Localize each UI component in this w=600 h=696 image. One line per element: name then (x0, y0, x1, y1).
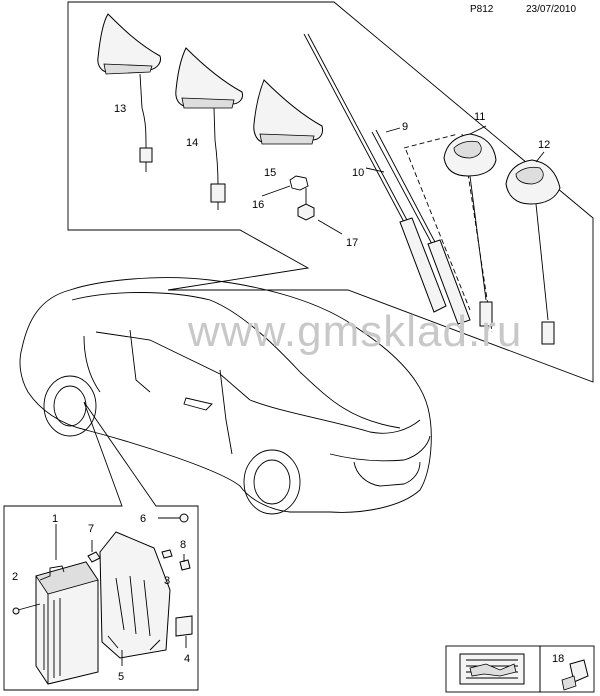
callout-4: 4 (184, 653, 190, 665)
callout-14: 14 (186, 137, 198, 149)
shark-fin-antenna-13 (97, 13, 161, 172)
car-illustration (19, 277, 432, 515)
callout-16: 16 (252, 199, 264, 211)
mounting-bracket (87, 513, 193, 659)
callout-11: 11 (474, 111, 485, 123)
rod-antenna-10 (303, 33, 447, 313)
callout-5: 5 (118, 671, 124, 683)
shark-fin-antenna-14 (175, 47, 243, 210)
callout-18: 18 (552, 653, 564, 665)
callout-2: 2 (12, 571, 18, 583)
callout-8: 8 (180, 539, 186, 551)
callout-7: 7 (88, 523, 94, 535)
callout-1: 1 (52, 513, 58, 525)
page-date: 23/07/2010 (526, 4, 577, 15)
antenna-group-frame (67, 1, 594, 383)
clip-16 (261, 175, 309, 197)
callout-12: 12 (538, 139, 550, 151)
callout-13: 13 (114, 103, 126, 115)
adhesive-legend-box (539, 645, 595, 693)
amplifier-group-frame (3, 401, 199, 691)
watermark-text: www.gmsklad.ru (187, 307, 522, 356)
callout-10: 10 (352, 167, 364, 179)
callout-3: 3 (164, 575, 170, 587)
callout-6: 6 (140, 513, 146, 525)
manual-tools-icon (459, 653, 525, 685)
nut-17 (297, 188, 343, 235)
antenna-base-11 (443, 125, 497, 327)
page-code: P812 (470, 4, 494, 15)
callout-17: 17 (346, 237, 358, 249)
amplifier-module (12, 561, 99, 685)
adhesive-tube-icon (561, 659, 589, 691)
callout-15: 15 (264, 167, 276, 179)
antenna-base-12 (505, 151, 561, 345)
callout-9: 9 (402, 121, 408, 133)
rod-antenna-9 (371, 127, 471, 325)
shark-fin-antenna-15 (253, 79, 323, 145)
